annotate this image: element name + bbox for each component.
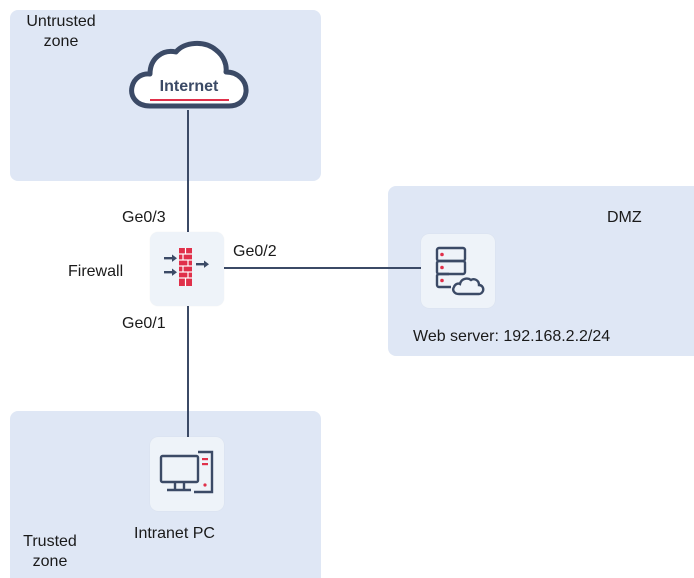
link-firewall-webserver — [224, 267, 421, 269]
link-firewall-pc — [187, 305, 189, 442]
web-server-node[interactable] — [421, 234, 495, 308]
trusted-zone-title: Trusted zone — [22, 532, 78, 572]
internet-label: Internet — [160, 78, 219, 95]
untrusted-zone-title-line1: Untrusted — [26, 13, 96, 30]
web-server-label: Web server: 192.168.2.2/24 — [413, 328, 611, 345]
firewall-label: Firewall — [68, 263, 124, 280]
intranet-pc-label: Intranet PC — [134, 525, 215, 542]
desktop-pc-icon — [159, 450, 214, 494]
server-cloud-icon — [435, 246, 485, 296]
dmz-zone-title: DMZ — [607, 209, 642, 226]
trusted-zone-title-line2: zone — [32, 553, 68, 570]
intranet-pc-node[interactable] — [150, 437, 224, 511]
firewall-icon — [164, 248, 209, 286]
trusted-zone-title-line1: Trusted — [23, 533, 77, 550]
link-internet-firewall — [187, 110, 189, 238]
untrusted-zone-title-line2: zone — [43, 33, 79, 50]
firewall-node[interactable] — [150, 232, 224, 306]
interface-ge0-1-label: Ge0/1 — [122, 315, 166, 332]
interface-ge0-3-label: Ge0/3 — [122, 209, 166, 226]
cloud-icon: Internet — [129, 41, 249, 109]
untrusted-zone-title: Untrusted zone — [26, 12, 96, 52]
interface-ge0-2-label: Ge0/2 — [233, 243, 277, 260]
